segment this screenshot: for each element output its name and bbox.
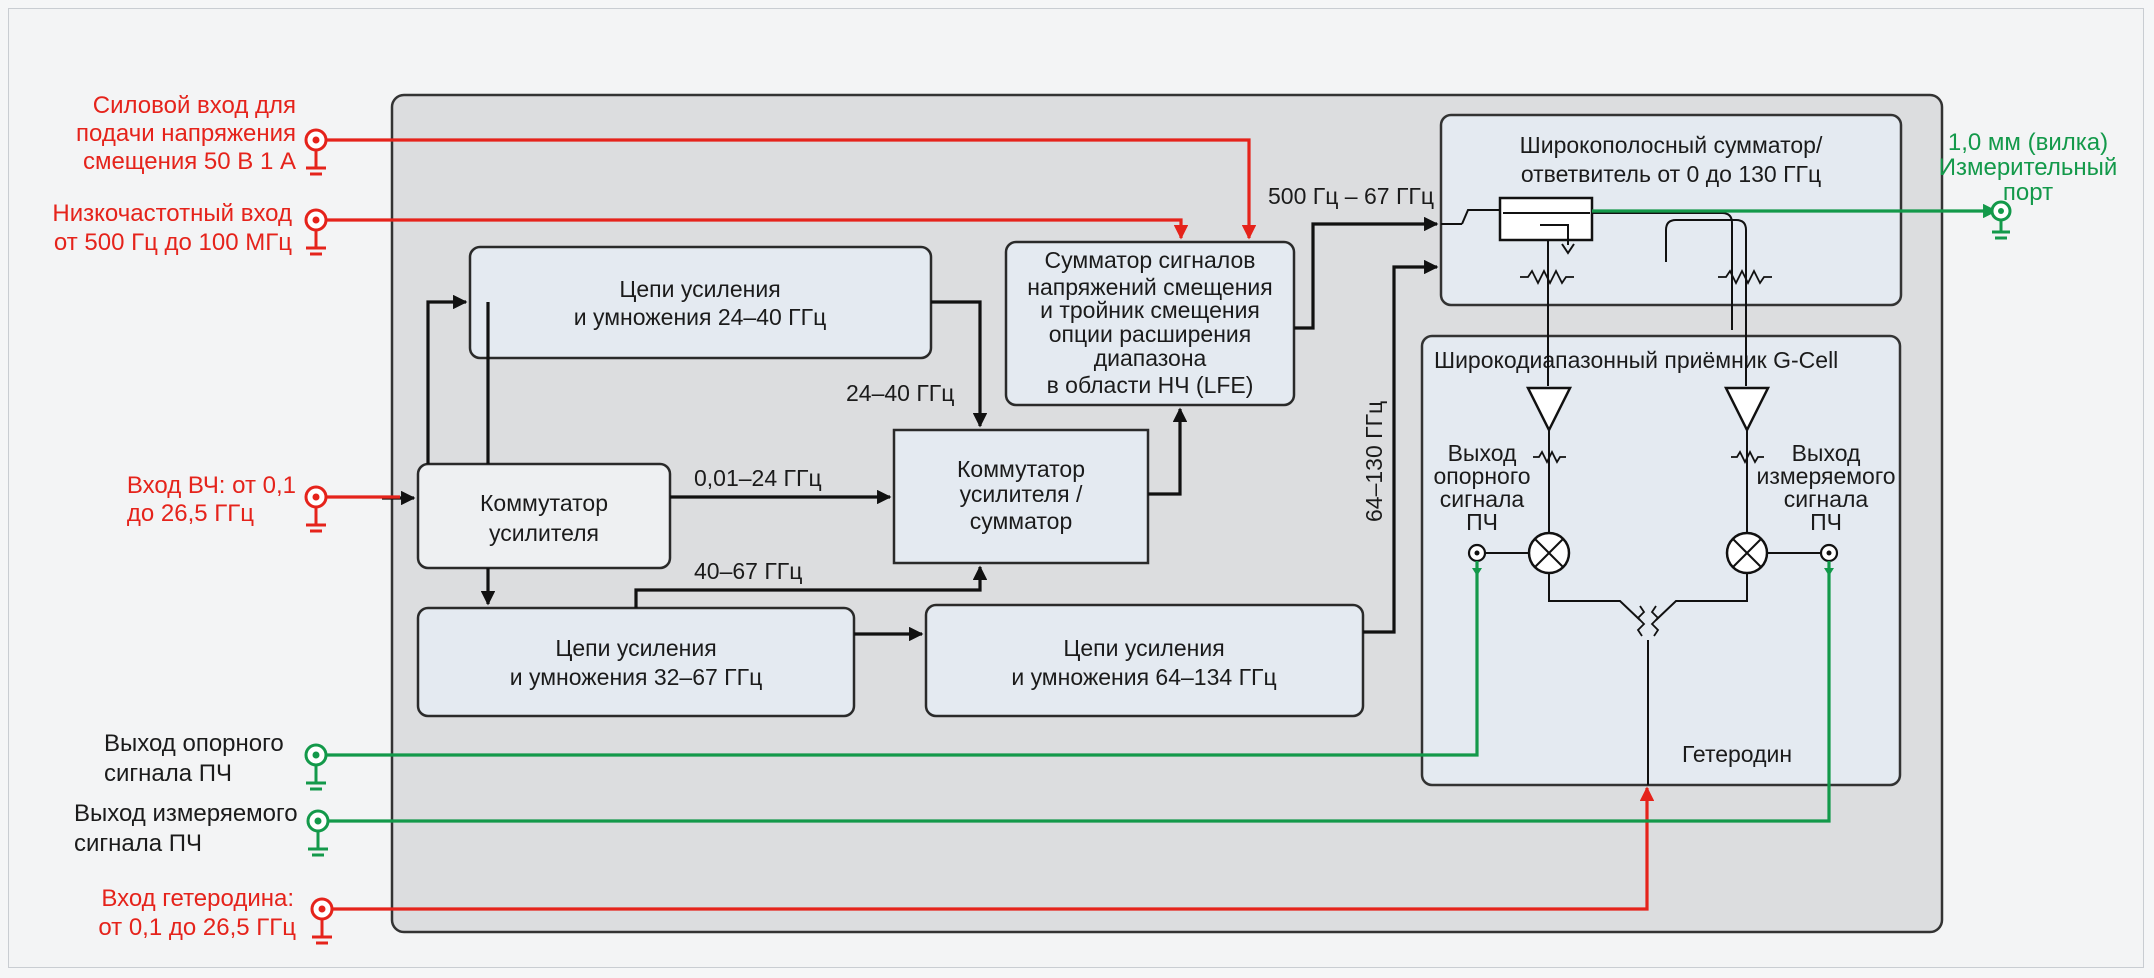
- svg-text:Вход ВЧ: от 0,1: Вход ВЧ: от 0,1: [127, 472, 296, 499]
- lo-input-line: [330, 786, 1655, 911]
- svg-text:от 0,1 до 26,5 ГГц: от 0,1 до 26,5 ГГц: [98, 914, 296, 941]
- svg-text:Вход гетеродина:: Вход гетеродина:: [101, 885, 294, 912]
- svg-text:Выход: Выход: [1448, 440, 1517, 466]
- svg-text:Низкочастотный вход: Низкочастотный вход: [52, 200, 292, 227]
- switch-to-amp24-wire2: [426, 294, 468, 464]
- svg-text:усилителя: усилителя: [489, 520, 599, 546]
- svg-text:порт: порт: [2003, 179, 2053, 206]
- svg-text:Коммутатор: Коммутатор: [957, 456, 1085, 482]
- bias-input-line: [326, 138, 1257, 240]
- block-amp-64-134: Цепи усиления и умножения 64–134 ГГц: [924, 603, 1365, 718]
- ref-if-output-label: Выход опорного сигнала ПЧ: [104, 730, 284, 787]
- wire-500hz-67: [1294, 216, 1439, 330]
- label-001-24: 0,01–24 ГГц: [694, 465, 822, 491]
- svg-text:сигнала: сигнала: [1440, 486, 1525, 512]
- test-port-label: 1,0 мм (вилка) Измерительный порт: [1939, 129, 2118, 206]
- rf-input-connector[interactable]: [304, 485, 328, 533]
- lo-input-label: Вход гетеродина: от 0,1 до 26,5 ГГц: [98, 885, 296, 941]
- block-combiner-lfe: Сумматор сигналов напряжений смещения и …: [1004, 240, 1296, 407]
- svg-text:в области НЧ (LFE): в области НЧ (LFE): [1047, 372, 1254, 398]
- svg-text:опорного: опорного: [1434, 463, 1531, 489]
- ref-if-output-line: [326, 561, 1479, 757]
- block-amp-32-67: Цепи усиления и умножения 32–67 ГГц: [416, 606, 856, 718]
- lo-input-connector[interactable]: [310, 897, 334, 945]
- svg-text:ПЧ: ПЧ: [1466, 509, 1498, 535]
- lf-input-connector[interactable]: [304, 208, 328, 256]
- wire-64-130: [1363, 259, 1439, 634]
- svg-text:и тройник смещения: и тройник смещения: [1040, 297, 1260, 323]
- meas-if-output-line: [326, 561, 1831, 823]
- svg-text:диапазона: диапазона: [1094, 345, 1207, 371]
- lo-label: Гетеродин: [1682, 741, 1792, 767]
- block-switch-combiner: Коммутатор усилителя / сумматор: [892, 428, 1150, 565]
- block-amplifier-switch: Коммутатор усилителя: [416, 462, 672, 570]
- svg-text:подачи напряжения: подачи напряжения: [76, 120, 296, 147]
- label-40-67: 40–67 ГГц: [694, 558, 802, 584]
- svg-text:смещения 50 В 1 А: смещения 50 В 1 А: [83, 148, 296, 175]
- svg-text:Цепи усиления: Цепи усиления: [1063, 635, 1224, 661]
- receiver-internals: [1467, 386, 1839, 785]
- meas-if-out-label: Выход измеряемого сигнала ПЧ: [1756, 440, 1895, 535]
- svg-text:Выход измеряемого: Выход измеряемого: [74, 800, 298, 827]
- svg-text:ПЧ: ПЧ: [1810, 509, 1842, 535]
- receiver-panel: [1420, 334, 1902, 787]
- svg-text:и умножения 32–67 ГГц: и умножения 32–67 ГГц: [510, 664, 763, 690]
- lf-input-line: [326, 218, 1189, 240]
- wire-40-67: [634, 565, 988, 608]
- svg-text:Цепи усиления: Цепи усиления: [619, 276, 780, 302]
- svg-text:от 500 Гц до 100 МГц: от 500 Гц до 100 МГц: [54, 229, 292, 256]
- svg-text:Выход: Выход: [1792, 440, 1861, 466]
- block-amp-24-40: Цепи усиления и умножения 24–40 ГГц: [468, 245, 933, 360]
- svg-text:Цепи усиления: Цепи усиления: [555, 635, 716, 661]
- ref-if-output-connector[interactable]: [304, 743, 328, 791]
- svg-text:усилителя /: усилителя /: [960, 481, 1083, 507]
- svg-text:и умножения 24–40 ГГц: и умножения 24–40 ГГц: [574, 304, 827, 330]
- test-port-connector[interactable]: [1990, 200, 2012, 240]
- wire-swc-to-lfe: [1148, 407, 1188, 496]
- svg-text:Силовой вход для: Силовой вход для: [93, 92, 296, 119]
- coupler-title-line1: Широкополосный сумматор/: [1520, 132, 1823, 158]
- svg-text:1,0 мм (вилка): 1,0 мм (вилка): [1948, 129, 2108, 156]
- svg-text:Выход опорного: Выход опорного: [104, 730, 284, 757]
- svg-text:сигнала ПЧ: сигнала ПЧ: [74, 830, 202, 857]
- ref-if-out-label: Выход опорного сигнала ПЧ: [1434, 440, 1531, 535]
- svg-text:сигнала: сигнала: [1784, 486, 1869, 512]
- bias-input-label: Силовой вход для подачи напряжения смеще…: [76, 92, 296, 175]
- svg-text:до 26,5 ГГц: до 26,5 ГГц: [127, 500, 254, 527]
- svg-text:опции расширения: опции расширения: [1049, 321, 1251, 347]
- coupler-title-line2: ответвитель от 0 до 130 ГГц: [1521, 161, 1821, 187]
- svg-text:измеряемого: измеряемого: [1756, 463, 1895, 489]
- wire-24-40: [931, 300, 988, 428]
- svg-text:Сумматор сигналов: Сумматор сигналов: [1045, 247, 1256, 273]
- svg-text:сумматор: сумматор: [970, 508, 1073, 534]
- label-24-40: 24–40 ГГц: [846, 380, 954, 406]
- coupler-internals: [1441, 196, 1772, 386]
- svg-text:и умножения 64–134 ГГц: и умножения 64–134 ГГц: [1011, 664, 1276, 690]
- label-64-130: 64–130 ГГц: [1361, 401, 1387, 522]
- meas-if-output-label: Выход измеряемого сигнала ПЧ: [74, 800, 298, 857]
- svg-text:напряжений смещения: напряжений смещения: [1027, 274, 1272, 300]
- meas-if-output-connector[interactable]: [306, 809, 330, 857]
- receiver-title: Широкодиапазонный приёмник G-Cell: [1434, 347, 1838, 373]
- svg-text:Коммутатор: Коммутатор: [480, 490, 608, 516]
- rf-input-label: Вход ВЧ: от 0,1 до 26,5 ГГц: [127, 472, 296, 527]
- lf-input-label: Низкочастотный вход от 500 Гц до 100 МГц: [52, 200, 292, 256]
- svg-text:сигнала ПЧ: сигнала ПЧ: [104, 760, 232, 787]
- bias-input-connector[interactable]: [304, 128, 328, 176]
- label-500hz-67: 500 Гц – 67 ГГц: [1268, 183, 1434, 209]
- svg-text:Измерительный: Измерительный: [1939, 154, 2118, 181]
